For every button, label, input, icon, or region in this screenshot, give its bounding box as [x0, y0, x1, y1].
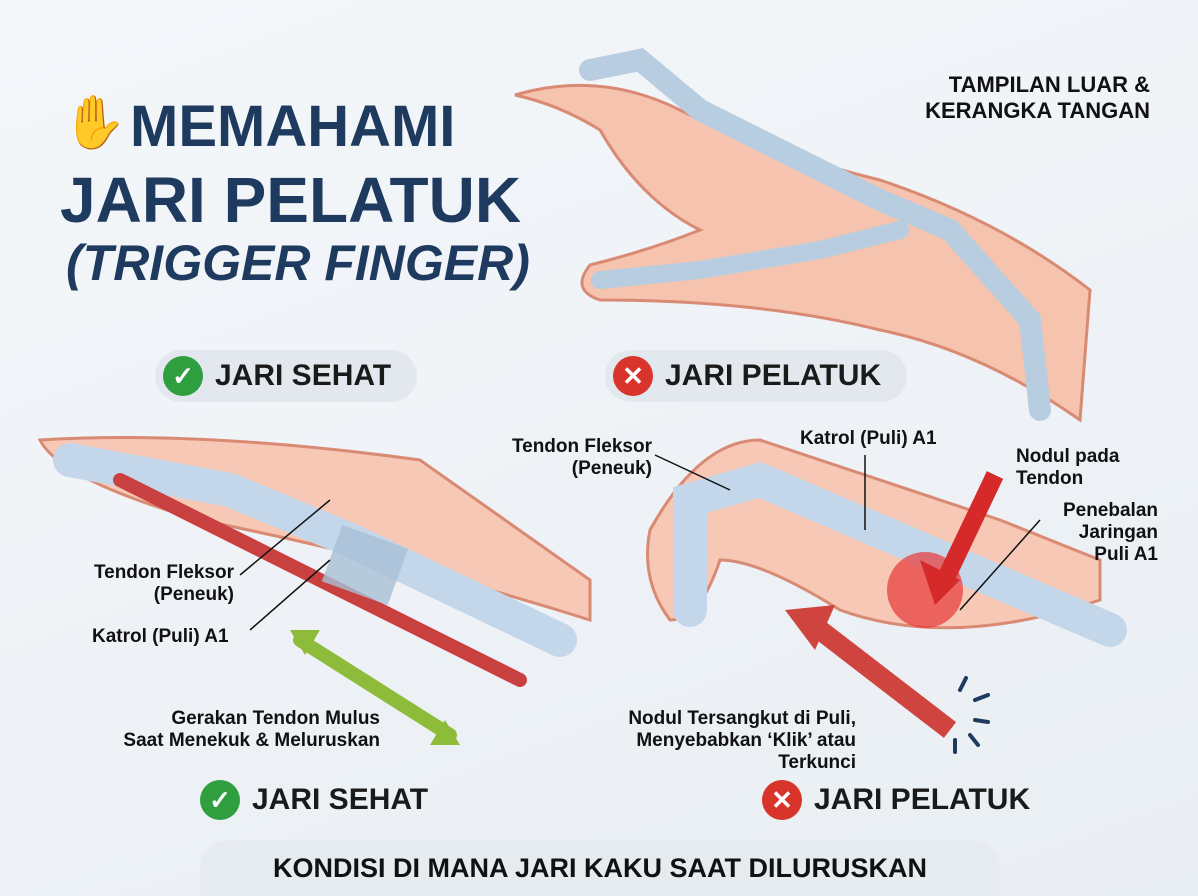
- title-line3: (TRIGGER FINGER): [66, 235, 530, 291]
- label-line: Saat Menekuk & Meluruskan: [123, 729, 380, 751]
- label-line: Puli A1: [1094, 543, 1158, 565]
- trigger-pulley-label: Katrol (Puli) A1: [800, 428, 937, 449]
- bottom-banner: KONDISI DI MANA JARI KAKU SAAT DILURUSKA…: [200, 840, 1000, 896]
- label-line: Terkunci: [778, 751, 856, 773]
- trigger-pill: ✕ JARI PELATUK: [605, 350, 908, 402]
- label-line: (Peneuk): [153, 583, 234, 605]
- healthy-finger-illustration: [37, 436, 592, 745]
- healthy-pill-label: JARI SEHAT: [215, 359, 392, 392]
- trigger-pill-label: JARI PELATUK: [665, 359, 882, 392]
- top-right-caption: TAMPILAN LUAR & KERANGKA TANGAN: [925, 72, 1150, 125]
- title-line1: MEMAHAMI: [130, 94, 456, 159]
- click-burst-icon: [953, 676, 990, 754]
- caption-line2: KERANGKA TANGAN: [925, 98, 1150, 124]
- caption-line1: TAMPILAN LUAR &: [948, 72, 1150, 97]
- check-icon: ✓: [163, 356, 203, 396]
- check-icon: ✓: [200, 780, 240, 820]
- label-line: Menyebabkan ‘Klik’ atau: [636, 729, 856, 751]
- cross-icon: ✕: [613, 356, 653, 396]
- label-line: Penebalan: [1062, 500, 1158, 521]
- title-line2: JARI PELATUK: [60, 164, 522, 236]
- healthy-bottom-text: JARI SEHAT: [252, 783, 429, 816]
- trigger-bottom-label: ✕ JARI PELATUK: [762, 780, 1030, 820]
- hand-icon: ✋: [62, 94, 127, 152]
- healthy-bottom-label: ✓ JARI SEHAT: [200, 780, 428, 820]
- label-line: (Peneuk): [571, 457, 652, 479]
- label-line: Gerakan Tendon Mulus: [171, 708, 380, 729]
- label-line: Nodul pada: [1016, 446, 1120, 467]
- healthy-tendon-label: Tendon Fleksor(Peneuk): [68, 562, 234, 606]
- trigger-bottom-text: JARI PELATUK: [814, 783, 1031, 816]
- label-line: Tendon Fleksor: [511, 436, 652, 457]
- healthy-pill: ✓ JARI SEHAT: [155, 350, 418, 402]
- leader-lines: [239, 454, 1041, 631]
- label-line: Jaringan: [1078, 521, 1158, 543]
- cross-icon: ✕: [762, 780, 802, 820]
- healthy-pulley-label: Katrol (Puli) A1: [92, 626, 229, 647]
- label-line: Tendon: [1016, 467, 1084, 489]
- stuck-label: Nodul Tersangkut di Puli,Menyebabkan ‘Kl…: [600, 708, 856, 774]
- label-line: Nodul Tersangkut di Puli,: [628, 708, 856, 729]
- top-hand-illustration: [514, 48, 1092, 423]
- label-line: Tendon Fleksor: [93, 562, 234, 583]
- trigger-tendon-label: Tendon Fleksor(Peneuk): [486, 436, 652, 480]
